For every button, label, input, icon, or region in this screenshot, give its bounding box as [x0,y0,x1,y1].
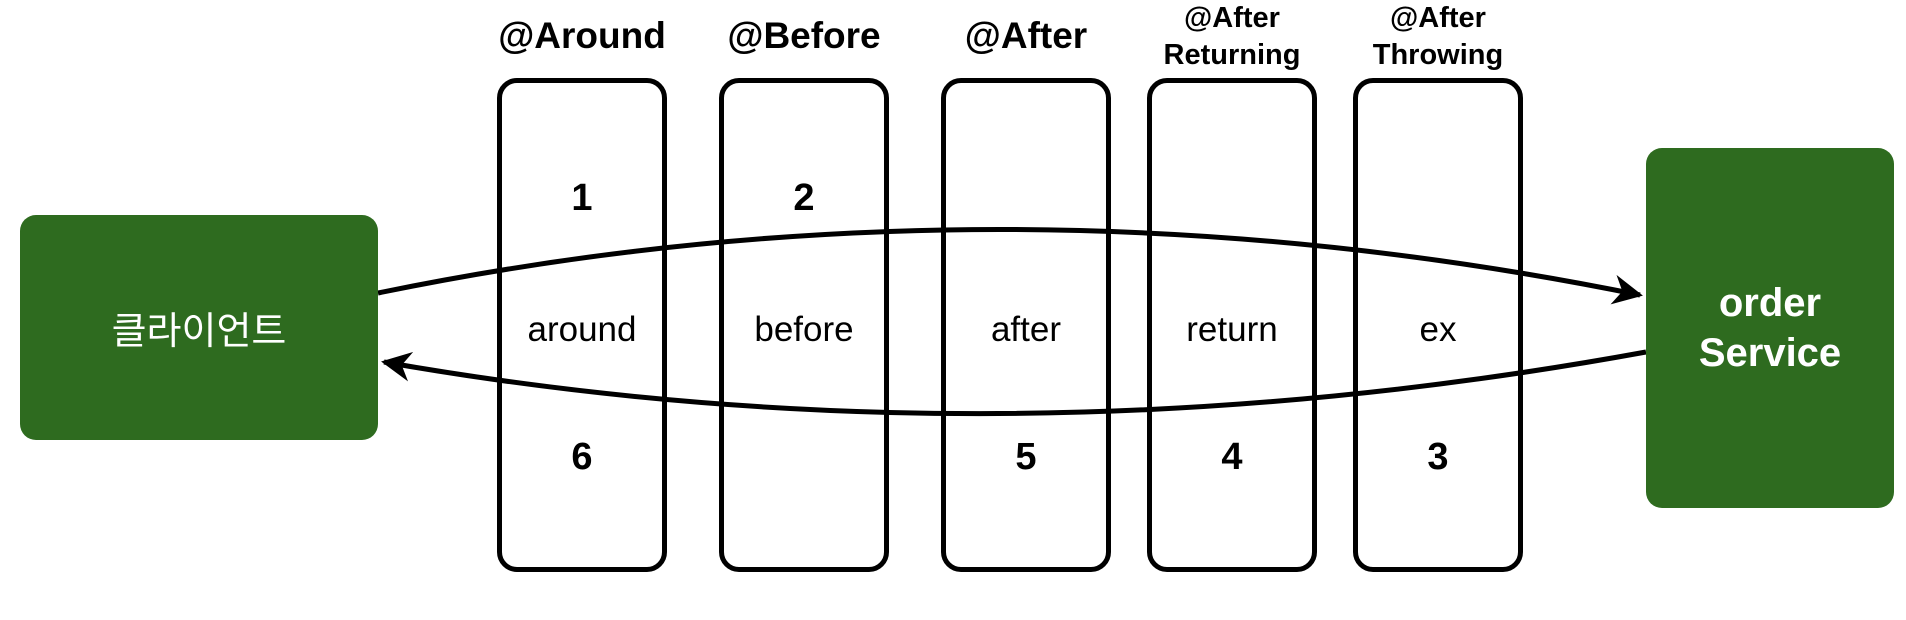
advice-in-order-around: 1 [571,177,593,219]
advice-in-order-before: 2 [793,177,815,219]
advice-out-order-around: 6 [571,436,593,478]
advice-out-order-after-throwing: 3 [1427,436,1449,478]
client-box: 클라이언트 [20,215,378,440]
advice-title-after-returning: @After Returning [1163,2,1301,71]
advice-out-order-after-returning: 4 [1221,436,1243,478]
service-label-line2: Service [1698,331,1842,375]
advice-out-order-after: 5 [1015,436,1037,478]
advice-title-around: @Around [498,15,666,56]
response-arrow [381,349,1647,417]
advice-box-after-returning [1147,78,1317,572]
advice-label-before: before [754,310,854,349]
service-label-line1: order [1718,281,1822,325]
advice-box-after [941,78,1111,572]
advice-label-after-returning: return [1186,310,1278,349]
advice-box-before [719,78,889,572]
advice-label-after: after [990,310,1062,349]
advice-box-around [497,78,667,572]
advice-label-around: around [527,310,637,349]
request-arrow [377,227,1643,305]
client-label: 클라이언트 [111,309,287,353]
advice-title-after: @After [964,15,1088,56]
advice-title-before: @Before [727,15,881,56]
advice-label-after-throwing: ex [1419,310,1457,349]
order-service-box: order Service [1646,148,1894,508]
advice-box-after-throwing [1353,78,1523,572]
advice-title-after-throwing: @After Throwing [1372,2,1504,71]
